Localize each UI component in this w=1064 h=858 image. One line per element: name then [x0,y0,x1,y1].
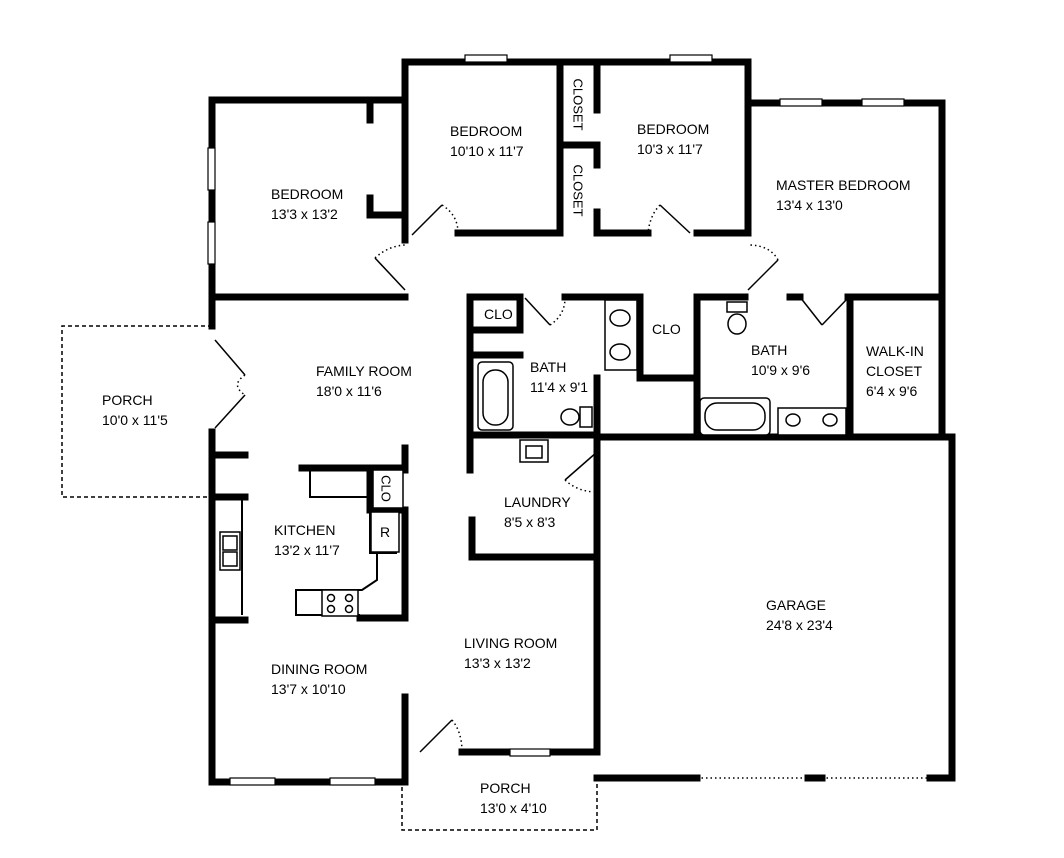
closet-upper-label: CLOSET [570,78,586,131]
laundry-label: LAUNDRY 8'5 x 8'3 [504,492,571,532]
family-room-size: 18'0 x 11'6 [316,383,382,399]
bedroom-2-size: 10'10 x 11'7 [450,143,524,159]
bedroom-1-name: BEDROOM [271,186,344,202]
closet-lower-label: CLOSET [570,164,586,217]
master-bedroom-name: MASTER BEDROOM [776,177,911,193]
kitchen-sink [219,531,241,571]
bathtub-master [699,397,771,436]
family-room-name: FAMILY ROOM [316,363,412,379]
living-room-size: 13'3 x 13'2 [464,655,531,671]
hall-bath-label: BATH 11'4 x 9'1 [530,357,588,397]
master-bath-size: 10'9 x 9'6 [751,362,811,378]
bedroom-3-size: 10'3 x 11'7 [637,141,703,157]
front-porch-size: 13'0 x 4'10 [480,800,547,816]
bedroom-3-label: BEDROOM 10'3 x 11'7 [637,119,709,159]
vanity-hall [604,299,638,371]
kitchen-size: 13'2 x 11'7 [274,542,340,558]
walkin-closet-size: 6'4 x 9'6 [866,383,918,399]
living-room-label: LIVING ROOM 13'3 x 13'2 [464,633,557,673]
vanity-master [777,407,847,436]
bedroom-3-name: BEDROOM [637,121,710,137]
dining-room-name: DINING ROOM [271,661,368,677]
front-porch-outline [401,780,598,831]
bedroom-1-label: BEDROOM 13'3 x 13'2 [271,184,343,224]
family-room-label: FAMILY ROOM 18'0 x 11'6 [316,361,412,401]
side-porch-outline [61,325,212,498]
master-bath-walls [693,293,956,441]
walkin-closet-name-2: CLOSET [866,363,923,379]
hall-bath-walls [466,293,701,474]
side-porch-name: PORCH [102,392,153,408]
laundry-sink [519,439,549,463]
front-porch-label: PORCH 13'0 x 4'10 [480,778,547,818]
side-porch-size: 10'0 x 11'5 [102,412,168,428]
master-bath-label: BATH 10'9 x 9'6 [751,340,810,380]
hall-bath-size: 11'4 x 9'1 [530,379,589,395]
kitchen-closet [372,469,404,509]
front-porch-name: PORCH [480,780,531,796]
master-bedroom-size: 13'4 x 13'0 [776,197,843,213]
dining-room-label: DINING ROOM 13'7 x 10'10 [271,659,367,699]
garage-size: 24'8 x 23'4 [766,617,833,633]
master-bedroom-label: MASTER BEDROOM 13'4 x 13'0 [776,175,911,215]
garage-name: GARAGE [766,597,826,613]
windows [207,54,905,786]
laundry-size: 8'5 x 8'3 [504,514,556,530]
living-room-name: LIVING ROOM [464,635,558,651]
laundry-name: LAUNDRY [504,494,571,510]
bedroom-2-name: BEDROOM [450,123,523,139]
kitchen-label: KITCHEN 13'2 x 11'7 [274,520,340,560]
toilet-hall [560,406,593,428]
hall-bath-name: BATH [530,359,567,375]
garage-label: GARAGE 24'8 x 23'4 [766,595,833,635]
master-bath-name: BATH [751,342,788,358]
refrigerator [370,511,400,553]
walkin-closet-name-1: WALK-IN [866,343,924,359]
refrigerator-label: R [380,524,391,540]
laundry-walls [468,451,601,561]
stove [321,589,359,617]
walkin-closet-label: WALK-IN CLOSET 6'4 x 9'6 [866,341,924,401]
doors [214,204,849,753]
kitchen-name: KITCHEN [274,522,336,538]
bathtub-hall [477,361,514,431]
hall-closet-label: CLO [652,321,681,337]
bedroom-1-size: 13'3 x 13'2 [271,206,338,222]
bath-closet-label: CLO [484,306,513,322]
side-porch-label: PORCH 10'0 x 11'5 [102,390,168,430]
upper-hall-walls [454,58,946,301]
dining-room-size: 13'7 x 10'10 [271,681,346,697]
toilet-master [726,301,748,335]
bedroom-2-label: BEDROOM 10'10 x 11'7 [450,121,524,161]
kitchen-closet-label: CLO [378,475,394,502]
bedroom-1-walls [208,96,409,301]
